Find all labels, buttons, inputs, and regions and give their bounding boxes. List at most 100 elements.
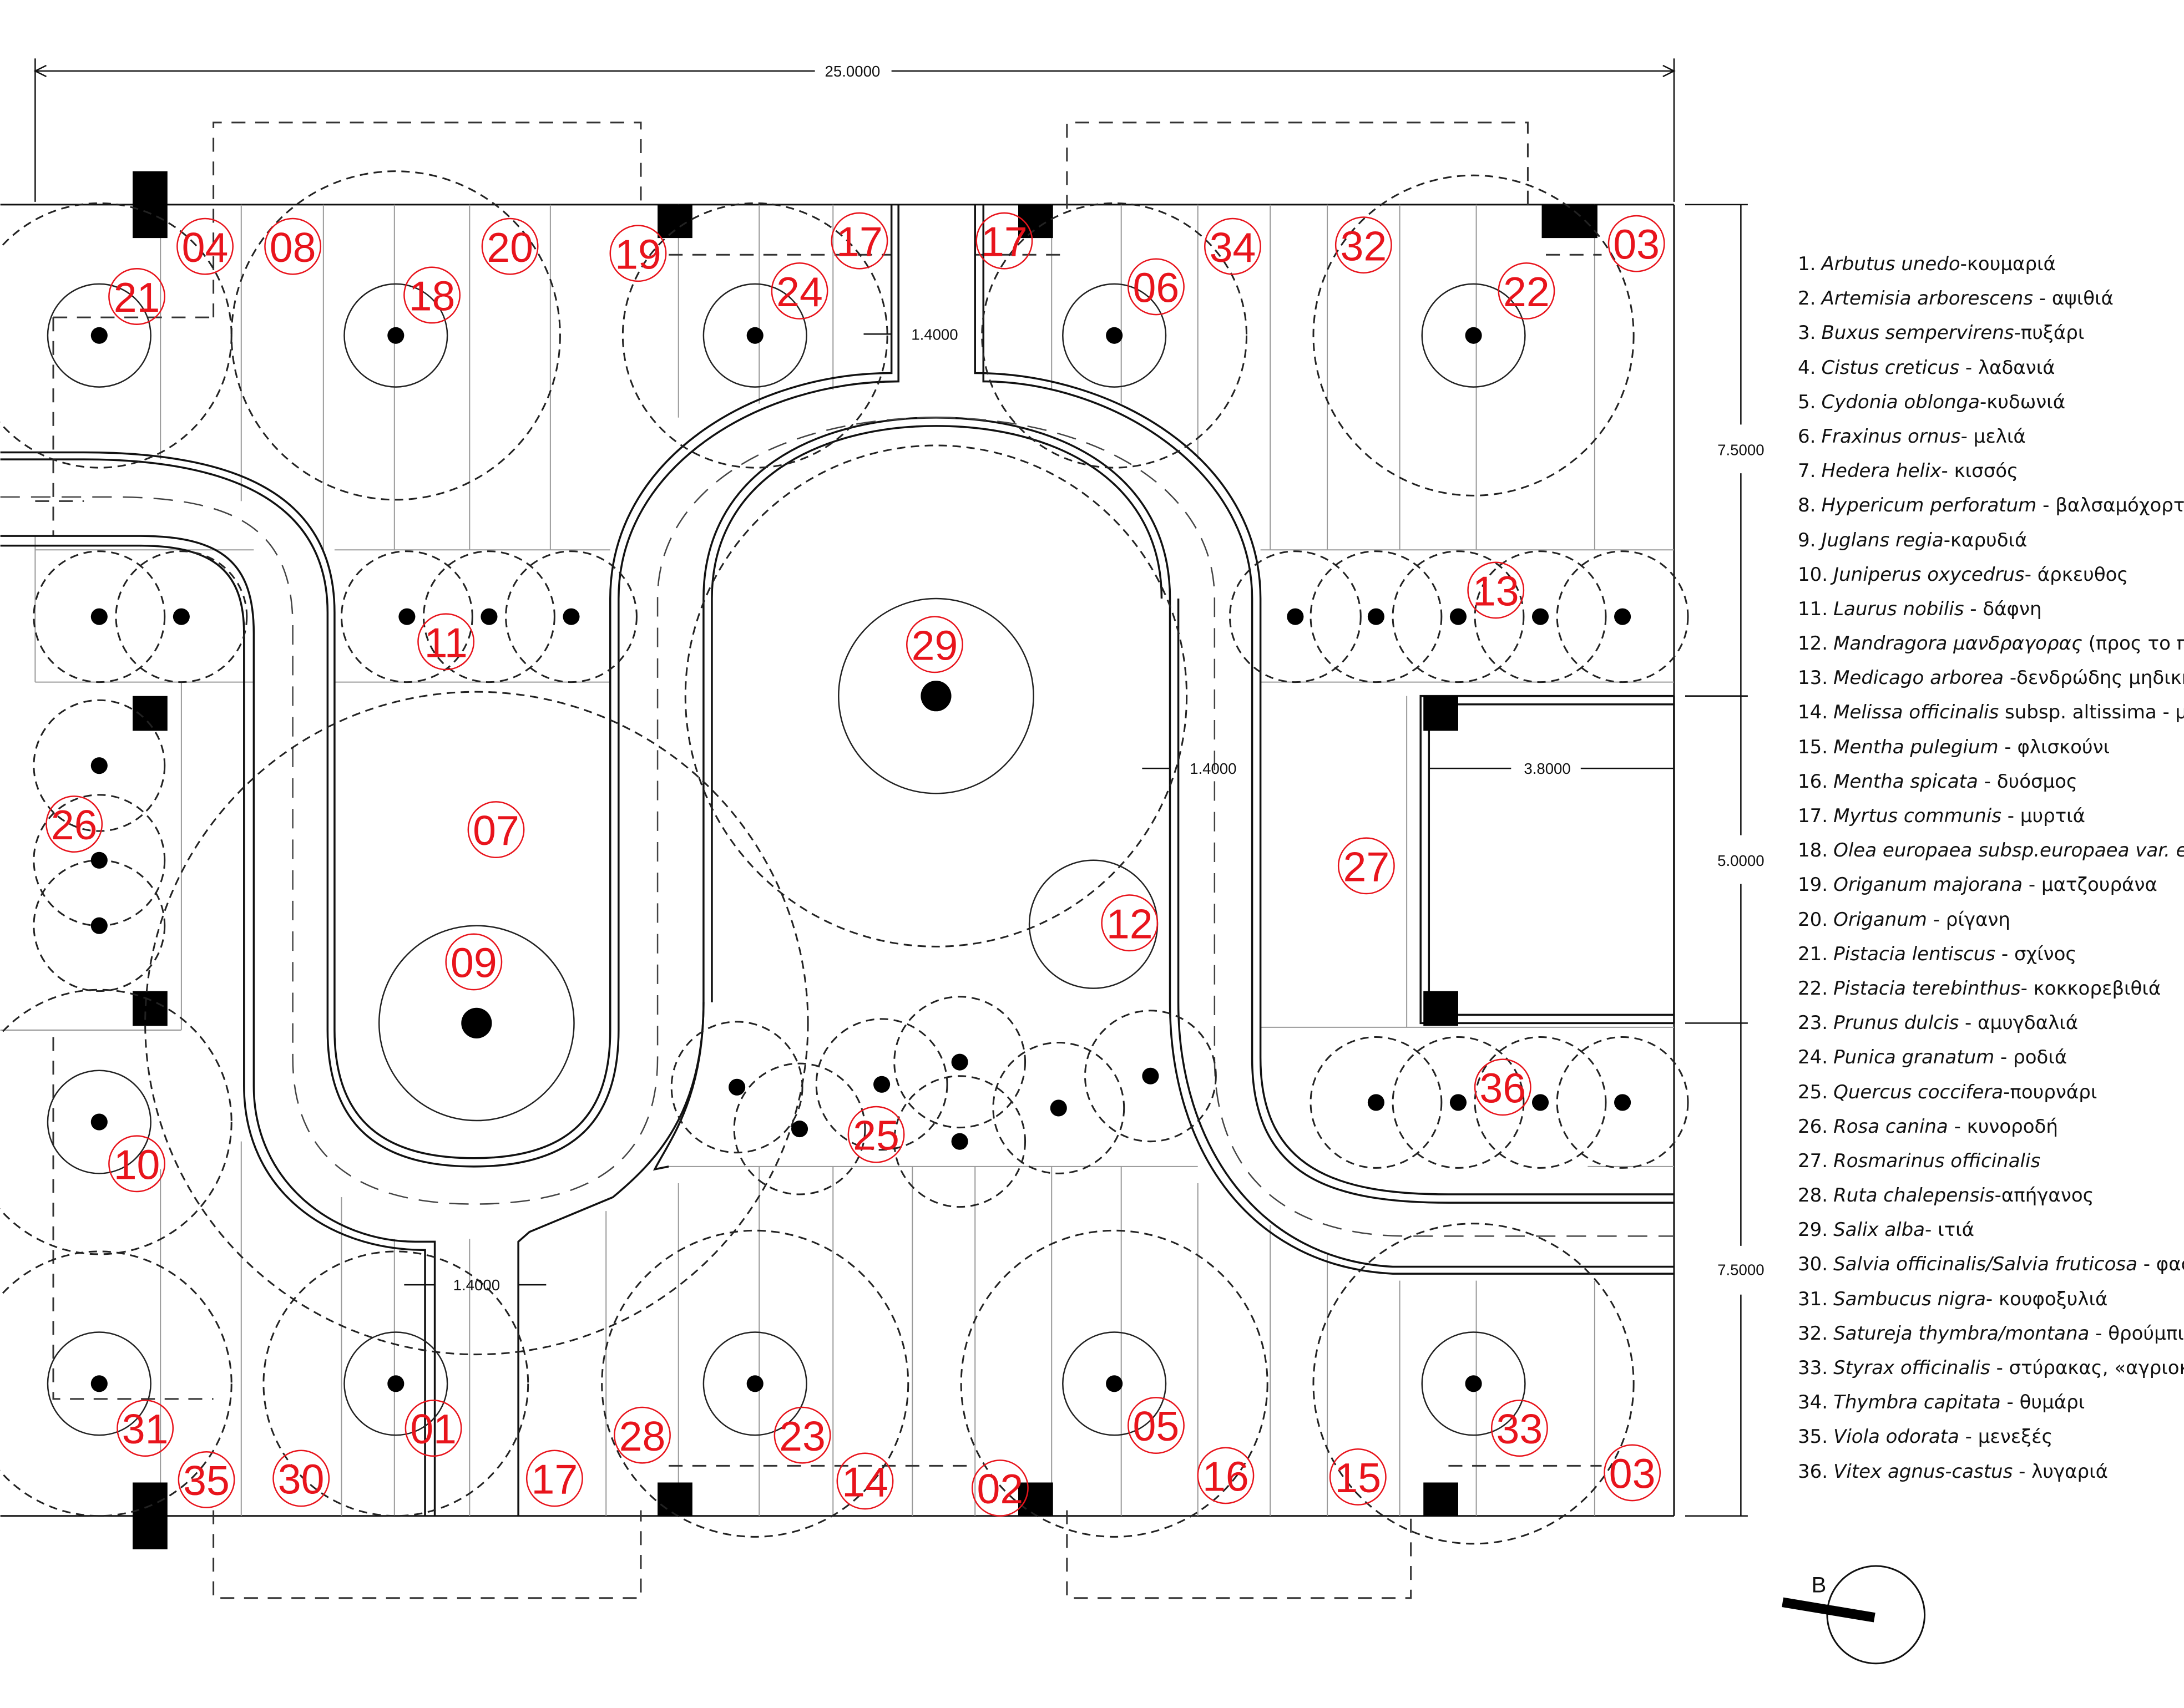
legend-item: 5.Cydonia oblonga-κυδωνιά: [1798, 385, 2184, 419]
legend-number: 19.: [1798, 874, 1828, 896]
plant-tag-ring: [1127, 258, 1185, 316]
plant-tag-ring: [272, 1449, 330, 1507]
legend-common-name: - λυγαριά: [2013, 1460, 2109, 1483]
legend-scientific-name: Viola odorata: [1833, 1426, 1959, 1448]
legend-number: 30.: [1798, 1253, 1828, 1276]
legend-common-name: -καρυδιά: [1943, 529, 2028, 551]
plant-tag-01: 01: [405, 1400, 462, 1457]
plant-tag-33: 33: [1490, 1400, 1548, 1457]
legend-item: 8.Hypericum perforatum - βαλσαμόχορτο,: [1798, 488, 2184, 523]
plant-tag-30: 30: [272, 1449, 330, 1507]
legend-common-name: - στύρακας, «αγριοκυδω: [1996, 1357, 2184, 1379]
plant-tag-24: 24: [771, 262, 828, 320]
legend-item: 22.Pistacia terebinthus- κοκκορεβιθιά: [1798, 971, 2184, 1006]
legend-number: 4.: [1798, 356, 1816, 379]
legend-scientific-name: Salix alba: [1833, 1219, 1925, 1241]
north-arrow: B: [1782, 1565, 1926, 1665]
garden-paths: [0, 204, 1675, 1516]
plant-tag-ring: [1607, 215, 1665, 272]
plant-tag-04: 04: [176, 217, 234, 275]
plant-tag-20: 20: [481, 217, 539, 275]
plant-tag-number: 09: [451, 940, 497, 986]
plant-tag-number: 01: [410, 1406, 457, 1452]
legend-scientific-name: Hypericum perforatum: [1821, 494, 2037, 517]
legend-number: 26.: [1798, 1115, 1828, 1138]
plant-tag-ring: [1329, 1448, 1387, 1506]
legend-number: 16.: [1798, 770, 1828, 793]
plant-tag-number: 03: [1613, 221, 1660, 268]
legend-common-name: - φασκο: [2143, 1253, 2184, 1276]
legend-item: 16.Mentha spicata - δυόσμος: [1798, 764, 2184, 799]
legend-number: 13.: [1798, 667, 1828, 690]
dim-path-top: 1.4000: [911, 326, 958, 343]
legend-item: 1.Arbutus unedo-κουμαριά: [1798, 247, 2184, 281]
bed-stripes: [0, 204, 1674, 1516]
legend-item: 9.Juglans regia-καρυδιά: [1798, 523, 2184, 557]
plant-tag-31: 31: [117, 1400, 174, 1457]
legend-number: 2.: [1798, 287, 1816, 310]
legend-item: 24.Punica granatum - ροδιά: [1798, 1040, 2184, 1075]
plant-tag-number: 04: [182, 224, 229, 271]
plant-tag-28: 28: [614, 1406, 671, 1464]
plant-tag-29: 29: [906, 616, 963, 673]
plant-tag-34: 34: [1204, 217, 1261, 275]
legend-number: 33.: [1798, 1357, 1828, 1379]
plant-tag-ring: [417, 613, 475, 671]
plot-outline: [0, 204, 1675, 1517]
plant-tag-13: 13: [1467, 561, 1525, 619]
legend-common-name: - ροδιά: [1994, 1046, 2067, 1069]
plant-tag-number: 20: [487, 224, 533, 271]
legend-common-name: - ματζουράνα: [2023, 874, 2157, 896]
plant-tag-32: 32: [1334, 216, 1392, 274]
legend-common-name: - δυόσμος: [1978, 770, 2077, 793]
plant-tag-18: 18: [403, 266, 461, 324]
legend-common-name: subsp. altissima - μελισσ: [2005, 701, 2184, 724]
plant-tag-19: 19: [609, 225, 667, 282]
legend-scientific-name: Quercus coccifera: [1833, 1081, 2004, 1103]
legend-item: 10.Juniperus oxycedrus- άρκευθος: [1798, 557, 2184, 592]
plant-tag-ring: [614, 1406, 671, 1464]
plant-tag-number: 21: [114, 274, 160, 321]
legend-item: 25.Quercus coccifera-πουρνάρι: [1798, 1075, 2184, 1109]
plant-tag-number: 24: [776, 268, 823, 315]
legend-number: 18.: [1798, 839, 1828, 862]
path-centerlines: [0, 417, 1674, 1237]
legend-common-name: - κισσός: [1941, 460, 2019, 483]
legend-scientific-name: Punica granatum: [1833, 1046, 1995, 1069]
plant-tag-ring: [971, 1459, 1029, 1517]
plant-tag-ring: [609, 225, 667, 282]
plant-tag-number: 26: [51, 802, 98, 848]
legend-number: 25.: [1798, 1081, 1828, 1103]
plant-tag-ring: [906, 616, 963, 673]
legend-scientific-name: Thymbra capitata: [1833, 1391, 2001, 1414]
plant-tag-number: 13: [1473, 568, 1519, 615]
legend-scientific-name: Styrax officinalis: [1833, 1357, 1990, 1379]
plant-tag-10: 10: [108, 1135, 166, 1193]
legend-scientific-name: Satureja thymbra/montana: [1833, 1322, 2090, 1345]
plant-tag-26: 26: [46, 795, 103, 853]
legend-scientific-name: Cistus creticus: [1821, 356, 1960, 379]
legend-item: 14.Melissa officinalis subsp. altissima …: [1798, 695, 2184, 729]
legend-common-name: - βαλσαμόχορτο,: [2043, 494, 2184, 517]
plant-tag-ring: [1197, 1447, 1255, 1504]
dim-path-bottom: 1.4000: [453, 1276, 500, 1294]
legend-scientific-name: Cydonia oblonga: [1821, 391, 1980, 413]
plant-tag-22: 22: [1498, 262, 1555, 320]
plant-tag-21: 21: [108, 268, 166, 325]
plant-tag-ring: [178, 1451, 235, 1508]
legend-number: 5.: [1798, 391, 1816, 413]
plant-tag-number: 25: [853, 1112, 899, 1159]
legend-item: 35.Viola odorata - μενεξές: [1798, 1420, 2184, 1454]
plant-tag-number: 27: [1343, 843, 1389, 890]
dim-top-band: 7.5000: [1717, 442, 1764, 459]
legend-scientific-name: Fraxinus ornus: [1821, 425, 1961, 448]
plant-tag-ring: [771, 262, 828, 320]
legend-common-name: -κουμαριά: [1960, 253, 2056, 275]
legend-scientific-name: Mandragora μανδραγορας: [1833, 632, 2082, 655]
plant-tag-02: 02: [971, 1459, 1029, 1517]
legend-item: 23.Prunus dulcis - αμυγδαλιά: [1798, 1006, 2184, 1040]
legend-item: 13.Medicago arborea -δενδρώδης μηδική: [1798, 661, 2184, 695]
plant-tag-ring: [774, 1406, 831, 1464]
legend-number: 12.: [1798, 632, 1828, 655]
legend-common-name: - κοκκορεβιθιά: [2020, 977, 2161, 1000]
